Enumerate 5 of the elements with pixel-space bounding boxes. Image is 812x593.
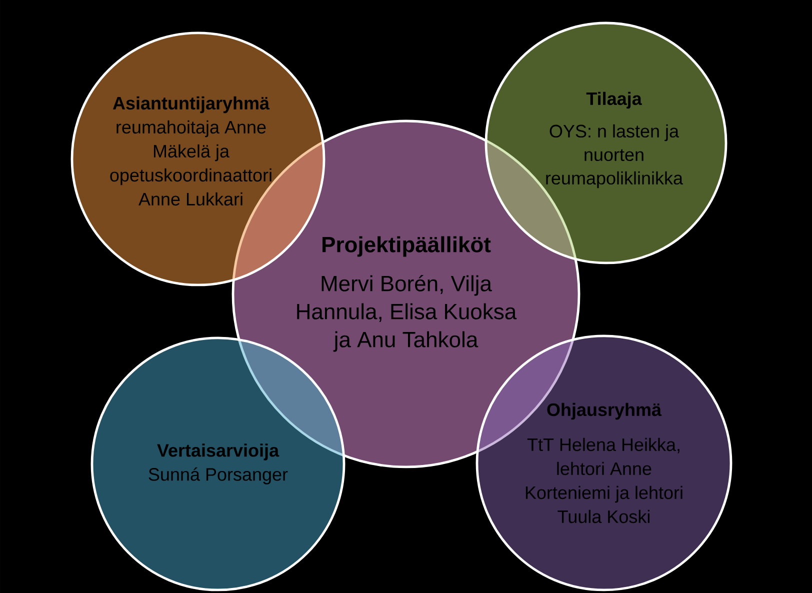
node-label: nuorten <box>584 149 644 162</box>
node-label: Asiantuntijaryhmä <box>112 96 270 114</box>
node-label: Tilaaja <box>586 92 642 109</box>
node-label: Mäkelä ja <box>154 144 230 162</box>
node-label: Sunná Porsanger <box>148 467 288 484</box>
